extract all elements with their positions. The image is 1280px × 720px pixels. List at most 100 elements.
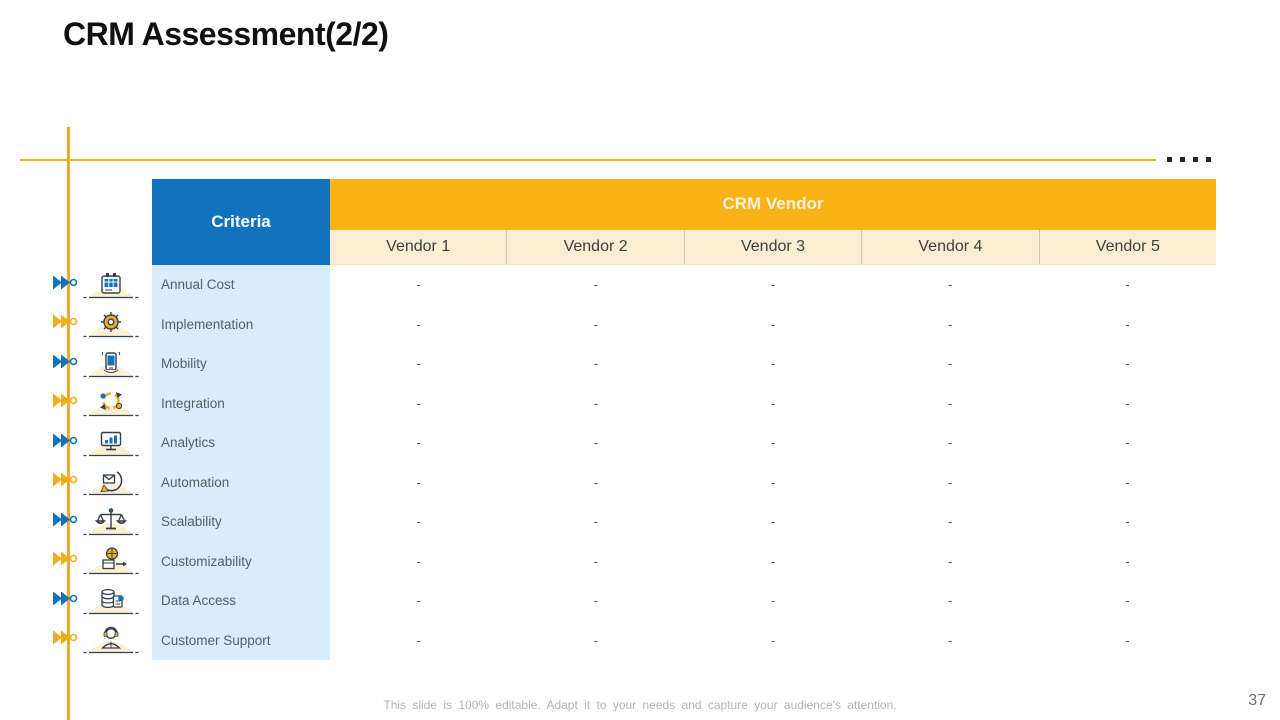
table-row: Integration----- — [152, 383, 1216, 423]
vendor-value-cell: - — [948, 514, 953, 530]
gear-icon — [82, 306, 140, 342]
vendor-column-header: Vendor 4 — [861, 230, 1038, 264]
criteria-rail-row — [44, 502, 154, 542]
chevron-marker-icon — [52, 432, 79, 453]
vendor-value-cell: - — [948, 593, 953, 609]
vendor-value-cell: - — [1125, 553, 1130, 569]
vendor-column-header: Vendor 3 — [683, 230, 861, 264]
vendor-value-cell: - — [770, 356, 776, 372]
vendor-value-cell: - — [593, 474, 598, 490]
criteria-rail-row — [44, 423, 154, 463]
chevron-marker-icon — [52, 630, 79, 651]
criteria-label: Integration — [152, 383, 330, 423]
chevron-marker-icon — [52, 472, 79, 493]
automation-refresh-icon — [82, 464, 140, 500]
accent-vertical-line — [67, 127, 70, 720]
vendor-value-cell: - — [416, 435, 421, 451]
criteria-label: Implementation — [152, 304, 330, 344]
vendor-value-cell: - — [593, 593, 598, 609]
criteria-rail-row — [44, 621, 154, 661]
vendor-value-cell: - — [1125, 356, 1130, 372]
table-row: Mobility----- — [152, 344, 1216, 384]
vendor-value-cell: - — [948, 632, 953, 648]
vendor-value-cell: - — [948, 395, 953, 411]
table-row: Scalability----- — [152, 502, 1216, 542]
vendor-value-cell: - — [948, 277, 953, 293]
vendor-value-cell: - — [770, 474, 776, 490]
vendor-value-cell: - — [416, 474, 421, 490]
chevron-marker-icon — [52, 353, 79, 374]
vendor-value-cell: - — [416, 632, 421, 648]
vendor-value-cell: - — [593, 395, 598, 411]
vendor-value-cell: - — [416, 395, 421, 411]
vendor-value-cell: - — [1125, 474, 1130, 490]
criteria-rail-row — [44, 344, 154, 384]
vendor-value-cell: - — [770, 553, 776, 569]
integration-arrows-icon — [82, 385, 140, 421]
vendor-value-cell: - — [593, 277, 598, 293]
vendor-value-cell: - — [593, 435, 598, 451]
analytics-monitor-icon — [82, 425, 140, 461]
table-row: Data Access----- — [152, 581, 1216, 621]
vendor-value-cell: - — [770, 277, 776, 293]
criteria-rail-row — [44, 265, 154, 305]
database-access-icon — [82, 583, 140, 619]
criteria-column-header: Criteria — [152, 179, 330, 265]
chevron-marker-icon — [52, 393, 79, 414]
criteria-label: Scalability — [152, 502, 330, 542]
corner-dots-decoration — [1167, 157, 1211, 162]
vendor-value-cell: - — [948, 316, 953, 332]
table-row: Implementation----- — [152, 304, 1216, 344]
vendor-value-cell: - — [593, 356, 598, 372]
vendor-value-cell: - — [948, 435, 953, 451]
vendor-value-cell: - — [1125, 593, 1130, 609]
chevron-marker-icon — [52, 511, 79, 532]
accent-horizontal-line — [20, 159, 1156, 161]
criteria-label: Customizability — [152, 541, 330, 581]
vendor-value-cell: - — [416, 356, 421, 372]
vendor-value-cell: - — [1125, 435, 1130, 451]
vendor-value-cell: - — [1125, 632, 1130, 648]
criteria-rail-row — [44, 384, 154, 424]
table-row: Customer Support - - - - - — [152, 620, 1216, 660]
criteria-label: Analytics — [152, 423, 330, 463]
criteria-rail-row — [44, 542, 154, 582]
criteria-label: Annual Cost — [152, 265, 330, 305]
table-body: Annual Cost-----Implementation-----Mobil… — [152, 265, 1216, 660]
criteria-rail-row — [44, 463, 154, 503]
vendor-value-cell: - — [416, 593, 421, 609]
chevron-marker-icon — [52, 314, 79, 335]
vendor-value-cell: - — [1125, 395, 1130, 411]
vendor-value-cell: - — [948, 553, 953, 569]
vendor-value-cell: - — [593, 316, 598, 332]
vendor-value-cell: - — [1125, 316, 1130, 332]
crm-vendor-group-header: CRM Vendor — [330, 179, 1216, 228]
customization-box-icon — [82, 543, 140, 579]
vendor-column-header: Vendor 2 — [506, 230, 683, 264]
criteria-label: Customer Support — [152, 620, 330, 660]
dot — [1167, 157, 1172, 162]
vendor-value-cell: - — [593, 514, 598, 530]
chevron-marker-icon — [52, 274, 79, 295]
vendor-value-cell: - — [770, 514, 776, 530]
criteria-label: Automation — [152, 462, 330, 502]
editable-note: This slide is 100% editable. Adapt it to… — [383, 698, 897, 712]
criteria-rail-row — [44, 581, 154, 621]
vendor-value-cell: - — [770, 632, 776, 648]
vendor-column-header: Vendor 5 — [1038, 230, 1216, 264]
calendar-calculator-icon — [82, 267, 140, 303]
vendor-value-cell: - — [948, 356, 953, 372]
vendor-value-cell: - — [593, 632, 598, 648]
mobile-hand-icon — [82, 346, 140, 382]
vendor-value-cell: - — [416, 553, 421, 569]
vendor-value-cell: - — [1125, 277, 1130, 293]
vendor-value-cell: - — [770, 435, 776, 451]
vendor-value-cell: - — [1125, 514, 1130, 530]
balance-scale-icon — [82, 504, 140, 540]
vendor-column-header: Vendor 1 — [386, 238, 451, 255]
criteria-label: Data Access — [152, 581, 330, 621]
